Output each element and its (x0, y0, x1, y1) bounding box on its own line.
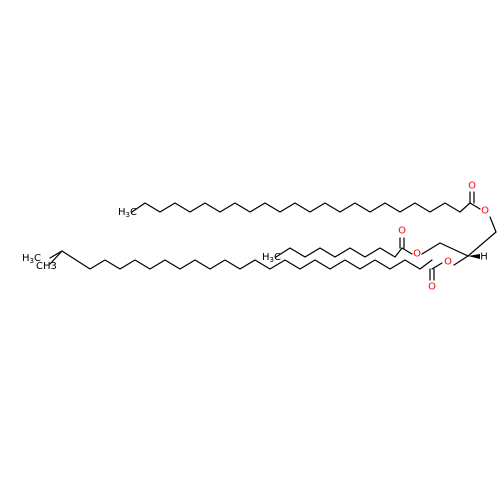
ester-oxygen-top: O (481, 206, 489, 217)
stereo-hydrogen: H (480, 252, 488, 263)
top-acyl-chain (131, 202, 471, 213)
glycerol-top-o-bond (489, 216, 497, 233)
ester-oxygen-bottom: O (444, 257, 452, 268)
bottom-acyl-chain (49, 250, 433, 270)
glycerol-mid-o-bond (421, 242, 441, 255)
mid-ester-bond (401, 247, 413, 255)
top-ester-bond (469, 202, 481, 210)
stereo-wedge (468, 254, 480, 259)
glycerol-backbone-1 (467, 231, 497, 257)
bottom-terminal-methyl: H3C (22, 253, 41, 266)
mid-terminal-methyl: H3C (262, 252, 281, 265)
methyl-branch-bond (49, 250, 63, 265)
carbonyl-oxygen-top: O (468, 181, 476, 192)
bottom-ester-bond (431, 262, 443, 270)
ester-oxygen-mid: O (413, 249, 421, 260)
mid-acyl-chain (275, 247, 403, 258)
top-terminal-methyl: H3C (118, 207, 137, 220)
carbonyl-oxygen-mid: O (398, 226, 406, 237)
carbonyl-oxygen-bottom: O (428, 282, 436, 293)
glycerol-bottom-o-bond (453, 255, 469, 266)
glycerol-backbone-2 (439, 242, 469, 257)
branch-methyl: CH3 (36, 261, 57, 272)
